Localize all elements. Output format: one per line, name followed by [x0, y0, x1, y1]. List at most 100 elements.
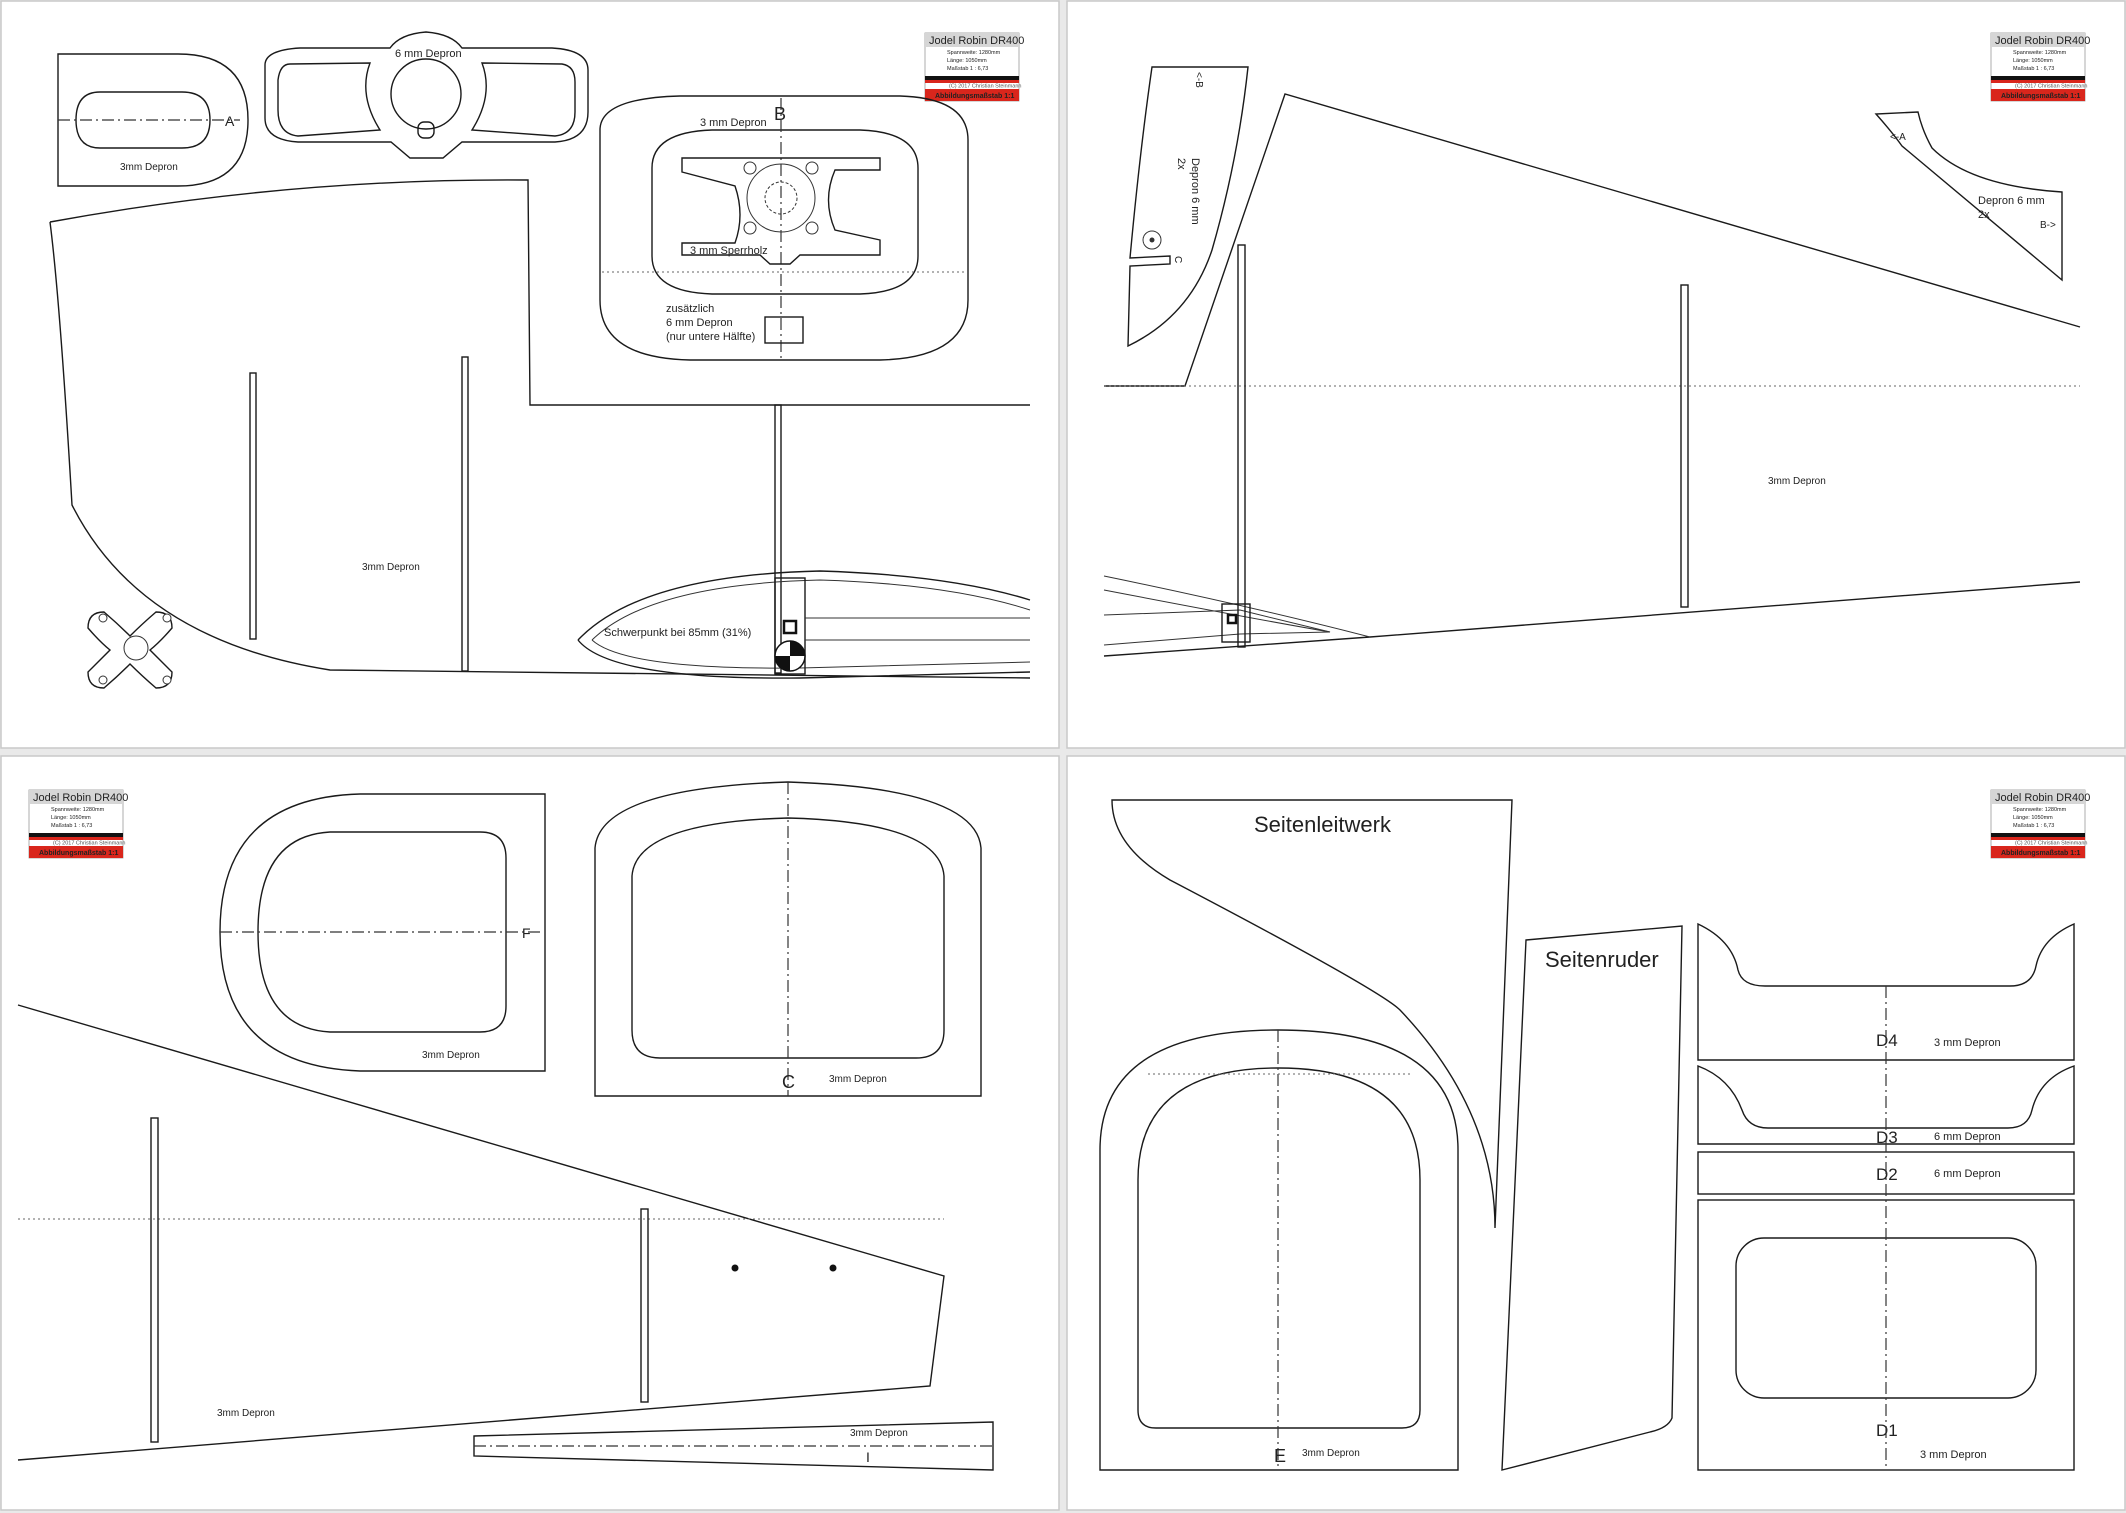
label-3mm-depron-former: 3mm Depron [120, 162, 178, 173]
svg-text:Länge: 1050mm: Länge: 1050mm [2013, 58, 2053, 64]
label-2x: 2x [1175, 158, 1187, 170]
label-3mm-depron-f: 3mm Depron [422, 1050, 480, 1061]
rear-fuselage-lower-1 [1103, 575, 1371, 638]
motor-cross-mount [87, 611, 173, 689]
fuselage-side-bottom [49, 221, 1031, 679]
mount-hole-2 [805, 161, 819, 175]
label-seitenruder: Seitenruder [1545, 947, 1659, 972]
svg-text:Abbildungsmaßstab 1:1: Abbildungsmaßstab 1:1 [2001, 93, 2080, 100]
side-part-hole [1142, 230, 1162, 250]
frame-6mm-hole [390, 58, 462, 130]
svg-text:Maßstab 1 : 6,73: Maßstab 1 : 6,73 [51, 823, 92, 829]
label-3mm-depron-cf: 3mm Depron [829, 1074, 887, 1085]
sheet-2: Jodel Robin DR400 Spannweite: 1280mm Län… [1103, 32, 2090, 657]
motor-mount-center [764, 181, 798, 215]
rear-stringer-2 [1680, 284, 1689, 608]
svg-text:Spannweite: 1280mm: Spannweite: 1280mm [2013, 50, 2067, 56]
former-top-left-cutout [75, 91, 211, 149]
svg-text:Maßstab 1 : 6,73: Maßstab 1 : 6,73 [2013, 66, 2054, 72]
label-D2: D2 [1876, 1165, 1898, 1184]
former-D4 [1697, 922, 2075, 1061]
svg-text:Maßstab 1 : 6,73: Maßstab 1 : 6,73 [2013, 823, 2054, 829]
svg-text:(C) 2017 Christian Steinmann: (C) 2017 Christian Steinmann [53, 841, 125, 847]
frame-6mm [264, 31, 589, 159]
label-3mm-depron-rear: 3mm Depron [1768, 476, 1826, 487]
svg-text:Länge: 1050mm: Länge: 1050mm [2013, 815, 2053, 821]
svg-text:Spannweite: 1280mm: Spannweite: 1280mm [51, 807, 105, 813]
label-zusaetzlich: zusätzlich [666, 303, 714, 315]
stringer-1 [249, 372, 257, 640]
stringer-2 [461, 356, 469, 672]
label-A: A [225, 113, 235, 129]
sheet-page-4 [1066, 755, 2126, 1511]
label-seitenleitwerk: Seitenleitwerk [1254, 812, 1392, 837]
airfoil-bottom [577, 639, 1031, 679]
title-block-scale: Abbildungsmaßstab 1:1 [935, 93, 1014, 100]
label-depron-6mm: Depron 6 mm [1189, 158, 1201, 225]
title-block-3: Jodel Robin DR400 Spannweite: 1280mm Län… [28, 789, 128, 859]
former-E-cutout [1137, 1067, 1421, 1429]
title-block-2: Jodel Robin DR400 Spannweite: 1280mm Län… [1990, 32, 2090, 102]
top-stringer-2 [640, 1208, 649, 1403]
part-I [473, 1421, 994, 1471]
label-d2-material: 6 mm Depron [1934, 1168, 2001, 1180]
former-B [599, 95, 969, 361]
sheet-4: Jodel Robin DR400 Spannweite: 1280mm Län… [1099, 789, 2090, 1471]
rudder-seitenruder [1501, 925, 1683, 1471]
label-d4-material: 3 mm Depron [1934, 1037, 2001, 1049]
label-zusaetzlich-6mm: 6 mm Depron [666, 317, 733, 329]
cg-marker [774, 640, 806, 672]
former-top-left [57, 53, 249, 187]
top-stringer-1 [150, 1117, 159, 1443]
label-d1-material: 3 mm Depron [1920, 1449, 1987, 1461]
side-part-6mm [1127, 66, 1249, 348]
fin-piece-6mm [1874, 111, 2063, 282]
mount-hole-4 [805, 221, 819, 235]
svg-text:Jodel Robin DR400: Jodel Robin DR400 [33, 792, 128, 804]
sheet-1: Jodel Robin DR400 Spannweite: 1280mm Län… [49, 31, 1031, 689]
label-b-arrow: B-> [2040, 220, 2056, 231]
title-block-line3: Maßstab 1 : 6,73 [947, 66, 988, 72]
svg-text:(C) 2017 Christian Steinmann: (C) 2017 Christian Steinmann [2015, 841, 2087, 847]
motor-mount-plate [681, 157, 881, 265]
mark-dot-2 [829, 1264, 837, 1272]
label-B: B [774, 104, 786, 124]
title-block-1: Jodel Robin DR400 Spannweite: 1280mm Län… [924, 32, 1024, 102]
rear-stringer-1 [1237, 244, 1246, 648]
label-F: F [522, 925, 531, 941]
label-C-side: C [1172, 256, 1183, 263]
title-block-line1: Spannweite: 1280mm [947, 50, 1001, 56]
label-D1: D1 [1876, 1421, 1898, 1440]
label-schwerpunkt: Schwerpunkt bei 85mm (31%) [604, 627, 751, 639]
title-block-title: Jodel Robin DR400 [929, 35, 1024, 47]
spar-key [782, 619, 798, 635]
sheet-3: Jodel Robin DR400 Spannweite: 1280mm Län… [17, 781, 994, 1471]
label-depron-6mm-b: Depron 6 mm [1978, 195, 2045, 207]
frame-6mm-slot [417, 121, 435, 139]
fuselage-top-view [17, 1004, 945, 1461]
frame-6mm-cutout-right [470, 62, 576, 137]
svg-text:Länge: 1050mm: Länge: 1050mm [51, 815, 91, 821]
svg-text:Jodel Robin DR400: Jodel Robin DR400 [1995, 792, 2090, 804]
fin-seitenleitwerk [1111, 799, 1513, 1229]
mount-hole-3 [743, 221, 757, 235]
label-I: I [866, 1449, 870, 1465]
label-d3-material: 6 mm Depron [1934, 1131, 2001, 1143]
sheet-page-3 [0, 755, 1060, 1511]
svg-text:Jodel Robin DR400: Jodel Robin DR400 [1995, 35, 2090, 47]
label-3mm-depron-i: 3mm Depron [850, 1428, 908, 1439]
title-block-line2: Länge: 1050mm [947, 58, 987, 64]
airfoil-inner-top [591, 579, 1031, 641]
label-6mm-depron: 6 mm Depron [395, 48, 462, 60]
svg-text:(C) 2017 Christian Steinmann: (C) 2017 Christian Steinmann [2015, 84, 2087, 90]
spar-box [774, 577, 806, 675]
rear-spar-key [1226, 613, 1238, 625]
small-block [764, 316, 804, 344]
label-arrow-a: <-A [1890, 132, 1906, 143]
title-block-4: Jodel Robin DR400 Spannweite: 1280mm Län… [1990, 789, 2090, 859]
label-D4: D4 [1876, 1031, 1898, 1050]
title-block-copyright: (C) 2017 Christian Steinmann [949, 84, 1021, 90]
rear-fuselage-lower-3 [1103, 609, 1331, 646]
sheet-page-2 [1066, 0, 2126, 749]
